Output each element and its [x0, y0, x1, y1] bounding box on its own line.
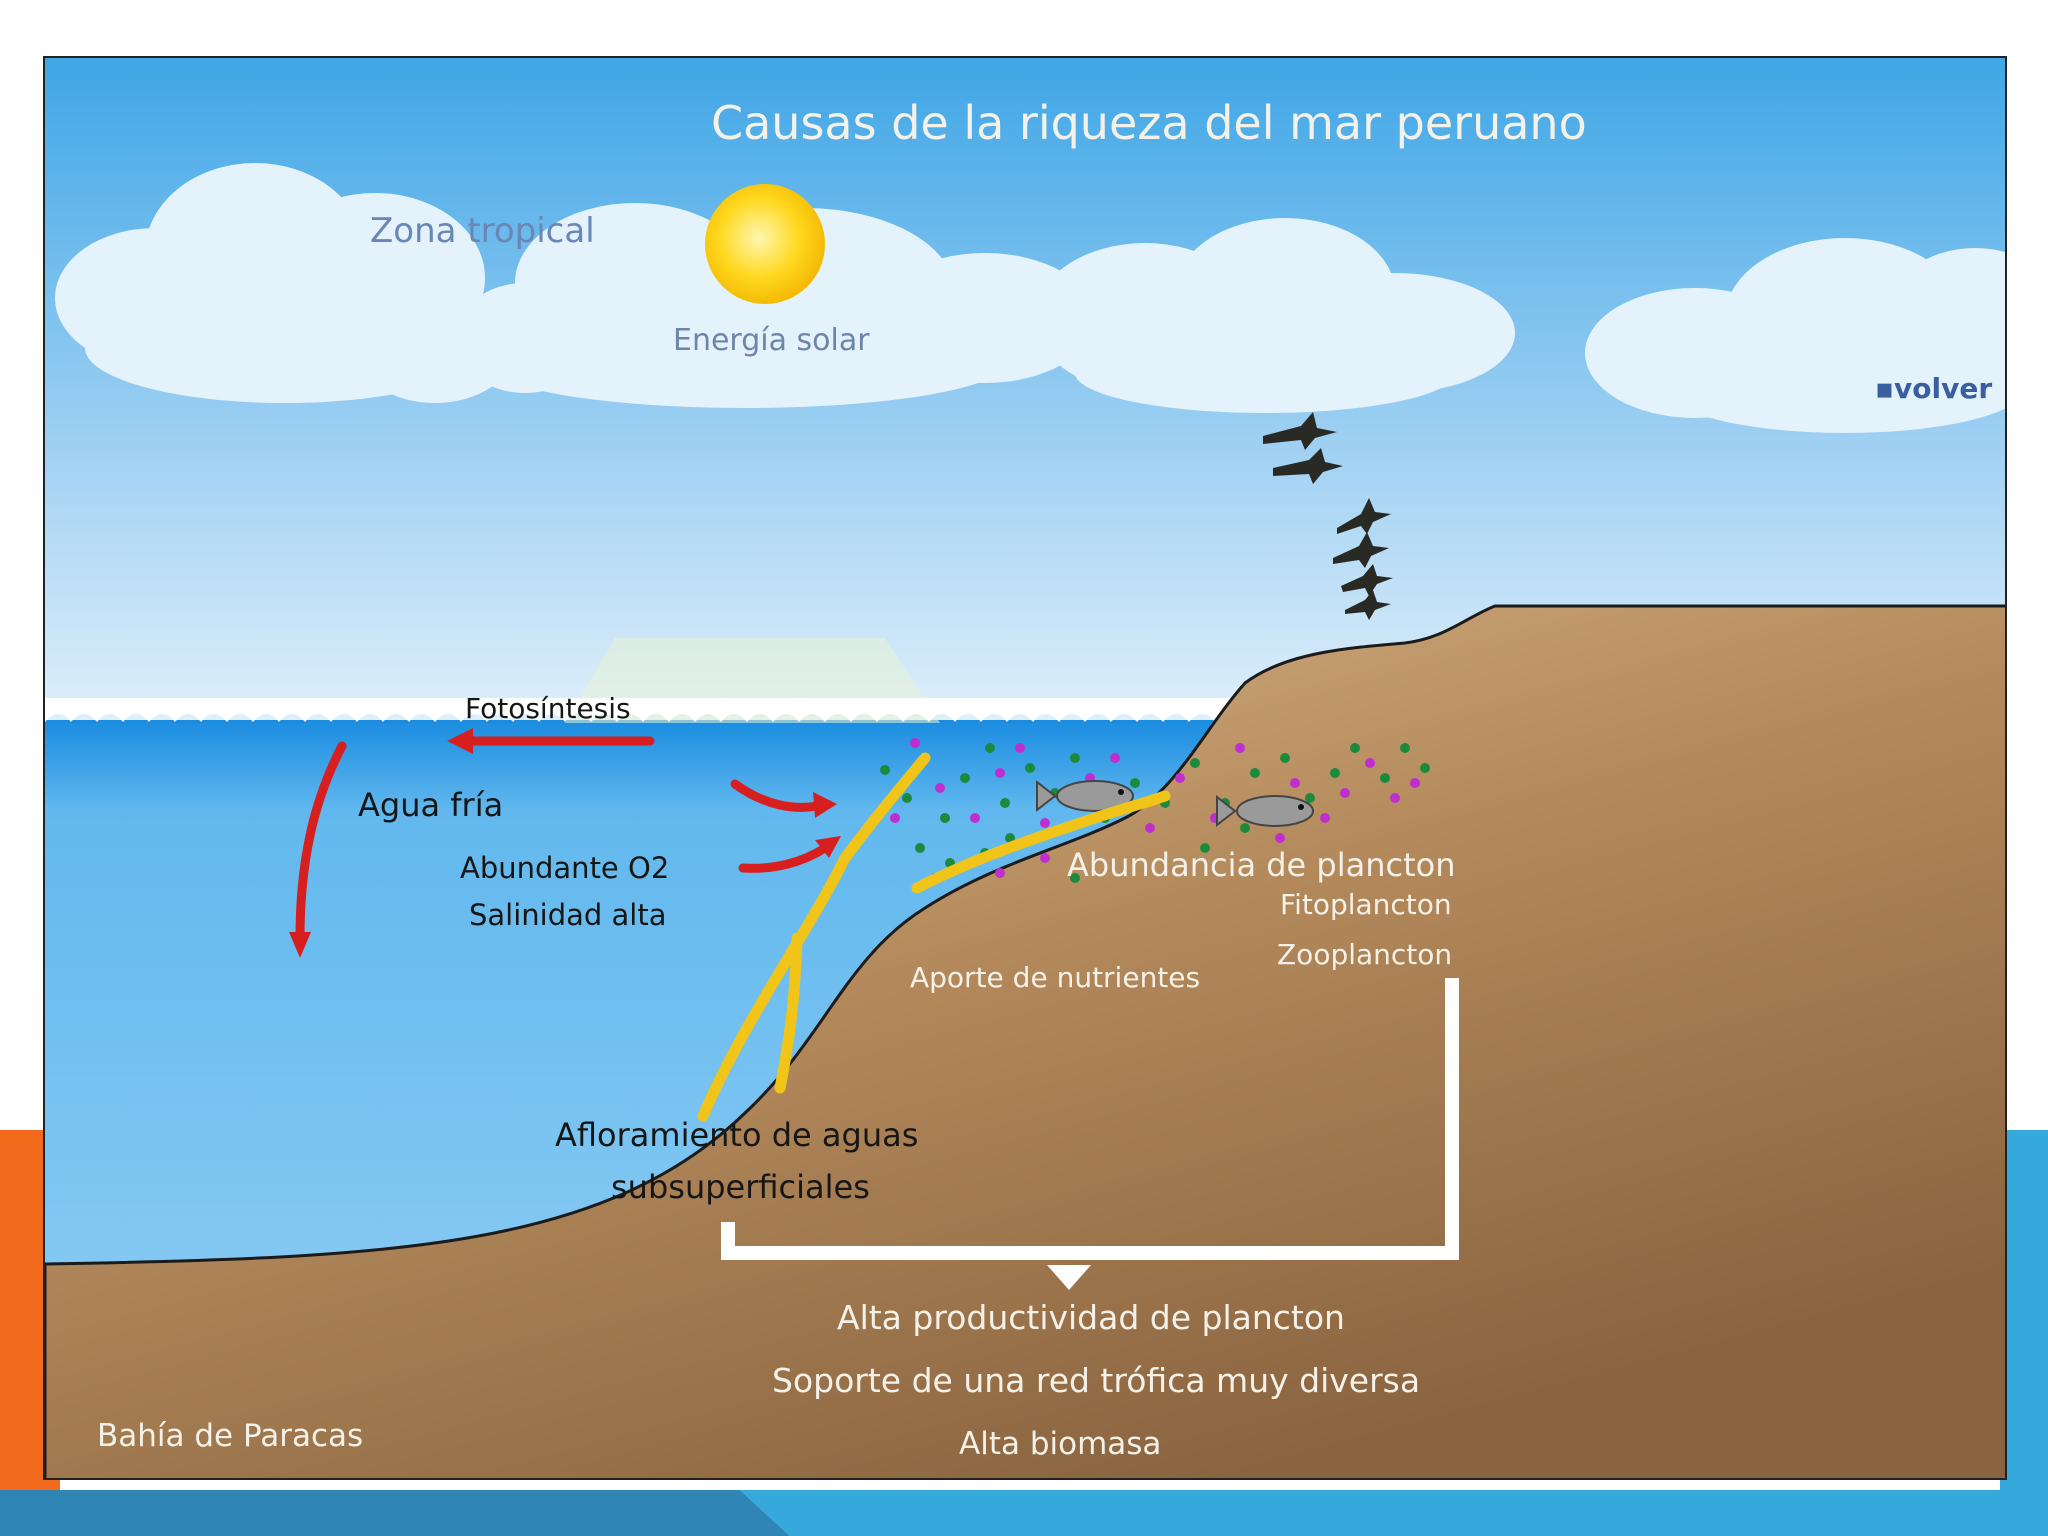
coast-seabed [45, 604, 2005, 1478]
zooplancton-label: Zooplancton [1277, 938, 1453, 971]
salinidad-alta-label: Salinidad alta [469, 898, 667, 932]
result-arrow-head [1047, 1265, 1091, 1290]
energia-solar-label: Energía solar [673, 323, 870, 358]
afloramiento-label-line2: subsuperficiales [611, 1168, 870, 1206]
afloramiento-label-line1: Afloramiento de aguas [555, 1116, 919, 1154]
red-arrowheads [289, 728, 841, 958]
birds-icon [1263, 412, 1393, 620]
abundancia-plancton-label: Abundancia de plancton [1067, 846, 1456, 884]
clouds [55, 163, 2005, 433]
light-blue-band-decoration [740, 1490, 2048, 1536]
aporte-nutrientes-label: Aporte de nutrientes [910, 961, 1201, 994]
cloud-2 [455, 203, 1095, 408]
red-current-arrows [295, 736, 830, 943]
dark-blue-band-decoration [0, 1490, 790, 1536]
fotosintesis-label: Fotosíntesis [465, 692, 631, 725]
diagram-title: Causas de la riqueza del mar peruano [711, 96, 1587, 150]
abundante-o2-label: Abundante O2 [460, 851, 670, 885]
sea-surface-waves [45, 698, 1425, 722]
bullet-icon: ▪ [1875, 372, 1894, 405]
ocean-upwelling-diagram: Causas de la riqueza del mar peruano Zon… [43, 56, 2007, 1480]
result-arrow [721, 978, 1459, 1260]
agua-fria-label: Agua fría [358, 786, 504, 824]
cold-water-arrow [295, 741, 347, 943]
blue-edge-decoration [2000, 1130, 2048, 1536]
alta-biomasa-label: Alta biomasa [959, 1426, 1162, 1462]
fish-icon [1036, 779, 1314, 828]
cloud-3 [1035, 218, 1515, 413]
sun-icon [705, 184, 825, 304]
bahia-paracas-label: Bahía de Paracas [97, 1418, 364, 1454]
zona-tropical-label: Zona tropical [370, 211, 595, 251]
current-arrow-1 [730, 779, 822, 812]
upwelling-flows [697, 752, 1171, 1122]
fitoplancton-label: Fitoplancton [1280, 888, 1452, 921]
alta-productividad-label: Alta productividad de plancton [837, 1298, 1345, 1337]
red-trofica-label: Soporte de una red trófica muy diversa [772, 1361, 1421, 1400]
volver-link[interactable]: ▪volver [1875, 372, 1992, 405]
volver-link-label: volver [1893, 372, 1993, 405]
cloud-4 [1585, 238, 2005, 433]
diagram-illustration [45, 58, 2005, 1478]
current-arrow-2 [738, 843, 830, 873]
